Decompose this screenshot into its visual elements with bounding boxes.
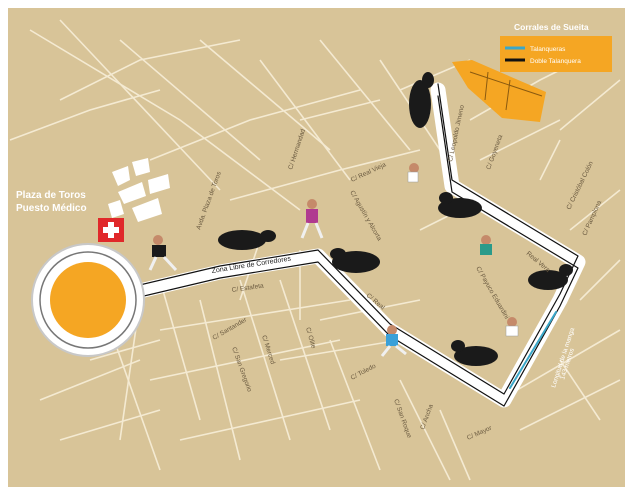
runner-icon [407,163,419,183]
plaza-label: Plaza de Toros [16,190,86,201]
bull-icon [330,248,380,273]
street-grid [9,19,621,481]
legend: Corrales de Sueita Talanqueras Doble Tal… [500,22,612,72]
runner-icon [380,325,407,357]
runner-icon [148,235,178,272]
runner-icon [300,199,324,239]
bull-route [102,82,586,408]
bull-icon [438,192,482,218]
plaza-label: Puesto Médico [16,203,87,214]
legend-label: Doble Talanquera [530,58,581,65]
bull-icon [218,230,276,260]
bull-icon [528,264,573,290]
legend-label: Talanqueras [530,46,566,53]
plaza-blocks [108,158,170,222]
runner-icon [505,317,519,337]
bullring-icon [31,243,145,357]
bull-icon [451,340,498,366]
bull-icon [409,72,434,128]
corrales-area [452,60,546,122]
map-title: Corrales de Sueita [514,22,589,32]
street-label: C/ Estafeta [231,283,264,294]
medical-cross-icon [98,218,124,242]
runner-icon [480,235,492,255]
legend-box [500,36,612,72]
